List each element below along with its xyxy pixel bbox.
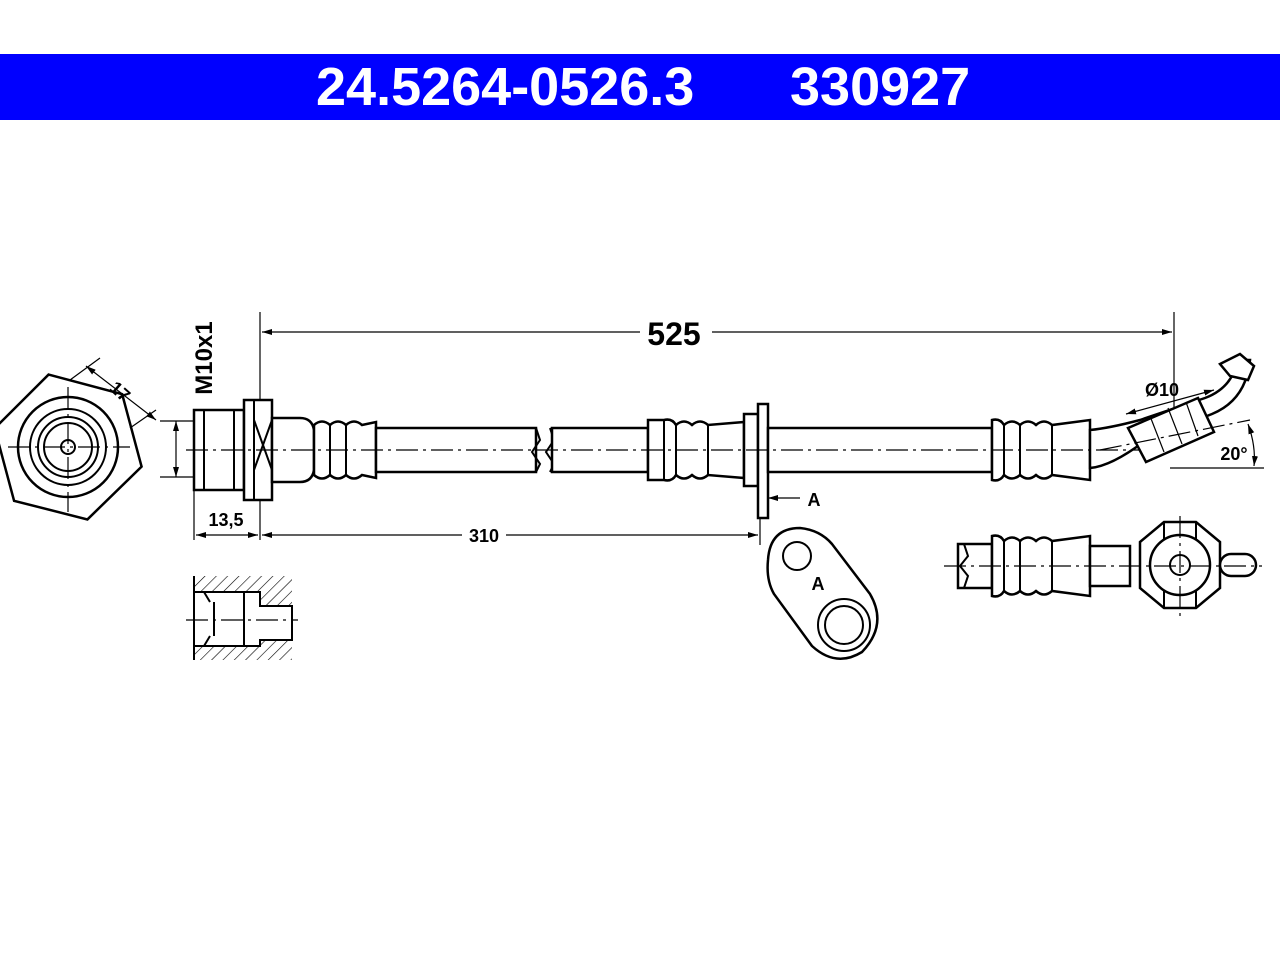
part-number: 24.5264-0526.3 xyxy=(316,57,695,117)
bracket-view: A xyxy=(766,526,879,660)
fitting-length-label: 13,5 xyxy=(208,510,243,530)
bracket-view-label: A xyxy=(812,574,825,594)
reference-number: 330927 xyxy=(790,57,971,117)
section-marker-label: A xyxy=(808,490,821,510)
banjo-end-view xyxy=(944,516,1262,616)
hose-assembly: 525 xyxy=(186,312,1264,546)
bracket-distance-label: 310 xyxy=(469,526,499,546)
thread-dimension: M10x1 xyxy=(160,321,218,478)
header-bar: 24.5264-0526.3 330927 xyxy=(0,54,1280,120)
hose-diameter-label: Ø10 xyxy=(1145,380,1179,400)
end-view-hex: 17 xyxy=(0,357,157,521)
port-section-detail xyxy=(186,576,298,660)
thread-label: M10x1 xyxy=(191,321,218,394)
angle-label: 20° xyxy=(1220,444,1247,464)
overall-length-label: 525 xyxy=(647,316,700,352)
